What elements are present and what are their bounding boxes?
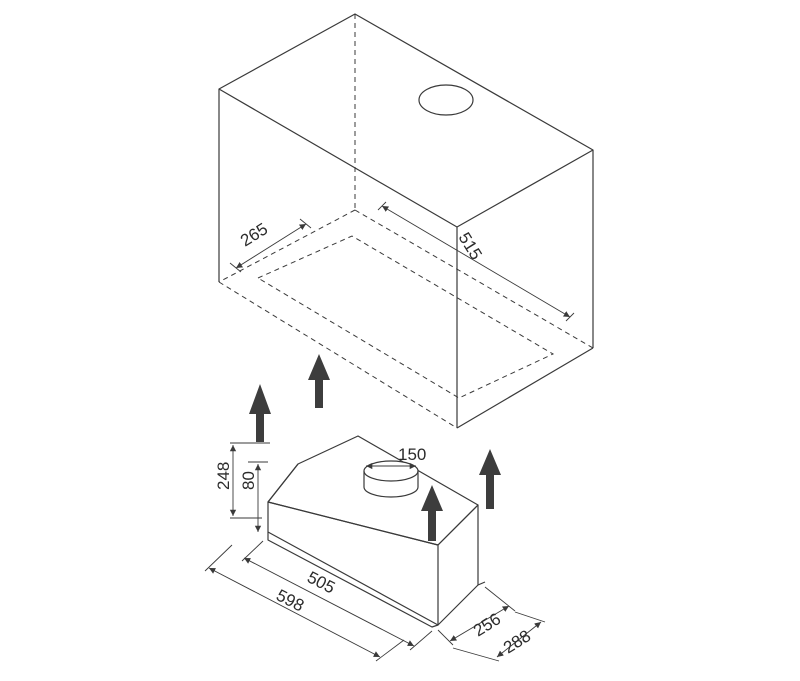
wall-cabinet: 265 515 bbox=[218, 13, 594, 429]
up-arrow-icon bbox=[479, 449, 501, 509]
dimension-label-505: 505 bbox=[304, 568, 338, 598]
dimension-label-80: 80 bbox=[239, 471, 258, 490]
dimension-label-265: 265 bbox=[237, 219, 271, 250]
up-arrow-icon bbox=[249, 384, 271, 442]
dimension-label-598: 598 bbox=[273, 586, 307, 616]
dimension-cutout-depth: 265 bbox=[229, 218, 312, 273]
dimension-width-inner: 505 bbox=[241, 540, 433, 651]
dimension-outlet: 150 bbox=[366, 445, 426, 470]
dimension-label-150: 150 bbox=[398, 445, 426, 464]
arrow-group bbox=[249, 354, 501, 541]
dimension-width-total: 598 bbox=[204, 544, 405, 662]
dimension-depth-inner: 256 bbox=[437, 586, 516, 646]
up-arrow-icon bbox=[421, 485, 443, 541]
dimension-label-515: 515 bbox=[455, 229, 486, 263]
dimension-cutout-length: 515 bbox=[377, 201, 575, 322]
dimension-label-256: 256 bbox=[470, 609, 504, 640]
dimension-label-248: 248 bbox=[214, 462, 233, 490]
up-arrow-icon bbox=[308, 354, 330, 408]
dimension-label-288: 288 bbox=[500, 626, 534, 657]
duct-hole-ellipse bbox=[418, 84, 474, 116]
dimension-height-body: 80 bbox=[239, 461, 268, 532]
